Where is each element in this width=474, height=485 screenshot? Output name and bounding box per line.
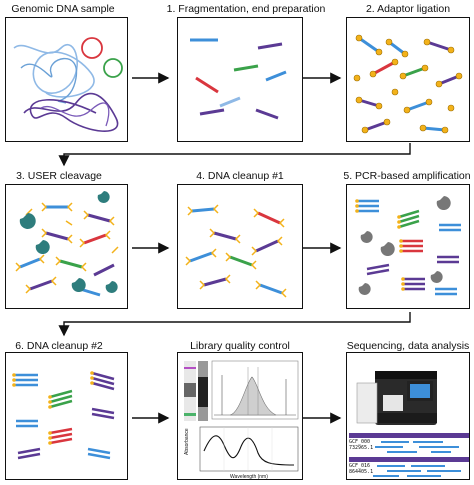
adaptors-illustration bbox=[353, 34, 463, 134]
pcr-illustration bbox=[355, 196, 461, 296]
panel-user bbox=[5, 184, 128, 309]
panel-cleanup2 bbox=[5, 352, 128, 480]
reference-2-version: 864405.1 bbox=[349, 469, 373, 475]
sequencer-illustration: GCF_000 732965.1 GCF_016 864405.1 bbox=[349, 371, 469, 477]
step-title-pcr: 5. PCR-based amplification bbox=[343, 170, 471, 182]
panel-cleanup1 bbox=[177, 184, 303, 309]
step-title-cleanup1: 4. DNA cleanup #1 bbox=[196, 170, 284, 182]
user-cleavage-illustration bbox=[15, 191, 119, 297]
panel-qc: Absorbance Wavelength (nm) bbox=[177, 352, 303, 480]
qc-illustration: Absorbance Wavelength (nm) bbox=[184, 360, 299, 480]
absorbance-axis-label: Absorbance bbox=[184, 428, 190, 455]
panel-pcr bbox=[346, 184, 470, 309]
cleanup1-illustration bbox=[185, 204, 287, 298]
step-title-cleanup2: 6. DNA cleanup #2 bbox=[15, 340, 103, 352]
reference-2-id: GCF_016 bbox=[349, 463, 370, 469]
arrow-pcr-to-cleanup2 bbox=[58, 312, 411, 337]
panel-adaptor bbox=[346, 17, 470, 142]
step-title-fragment: 1. Fragmentation, end preparation bbox=[166, 3, 326, 15]
step-title-qc: Library quality control bbox=[190, 340, 290, 352]
wavelength-axis-label: Wavelength (nm) bbox=[230, 474, 268, 480]
step-title-seq: Sequencing, data analysis bbox=[346, 340, 470, 352]
genomic-dna-illustration bbox=[13, 37, 123, 132]
panel-fragment bbox=[177, 17, 303, 142]
fragments-illustration bbox=[190, 38, 287, 120]
step-title-user: 3. USER cleavage bbox=[16, 170, 102, 182]
step-title-genomic: Genomic DNA sample bbox=[11, 3, 115, 15]
cleanup2-illustration bbox=[12, 371, 115, 460]
arrow-adaptor-to-user bbox=[58, 143, 411, 167]
reference-1-version: 732965.1 bbox=[349, 445, 373, 451]
panel-genomic bbox=[5, 17, 128, 142]
panel-seq: GCF_000 732965.1 GCF_016 864405.1 bbox=[346, 352, 470, 480]
reference-1-id: GCF_000 bbox=[349, 439, 370, 445]
step-title-adaptor: 2. Adaptor ligation bbox=[365, 3, 451, 15]
